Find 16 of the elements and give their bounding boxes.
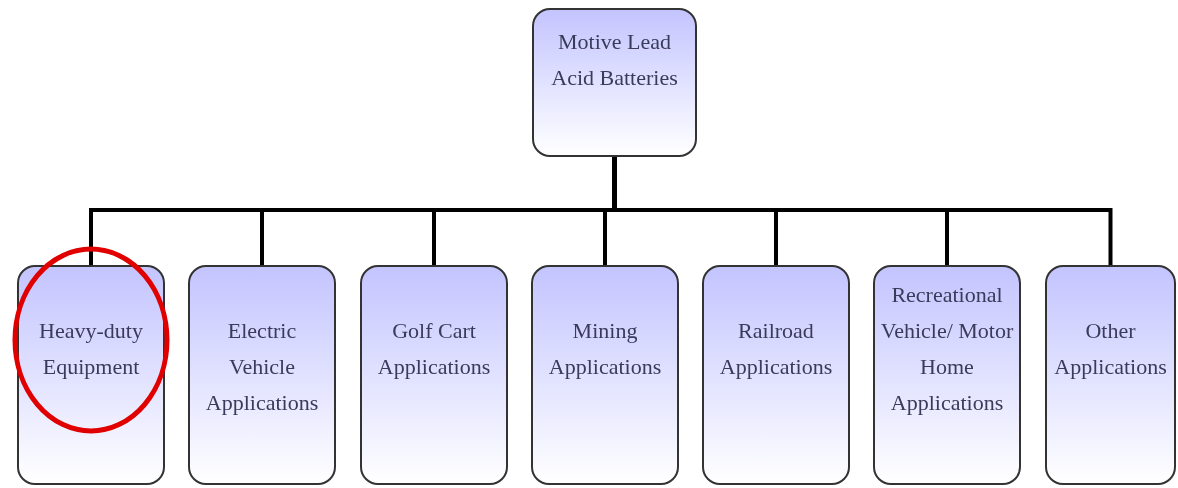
category-label: Railroad Applications [718,317,834,381]
category-label: Electric Vehicle Applications [204,317,320,417]
category-box [702,265,850,485]
category-label: Mining Applications [547,317,663,381]
category-label: Recreational Vehicle/ Motor Home Applications [879,281,1015,417]
category-label: Golf Cart Applications [376,317,492,381]
category-label: Motive Lead Acid Batteries [550,28,679,92]
category-box [873,265,1021,485]
category-box [531,265,679,485]
category-label: Heavy-duty Equipment [38,317,144,381]
category-box [360,265,508,485]
category-box [1045,265,1176,485]
category-label: Other Applications [1053,317,1168,381]
category-box [17,265,165,485]
category-box [532,8,697,157]
category-box [188,265,336,485]
